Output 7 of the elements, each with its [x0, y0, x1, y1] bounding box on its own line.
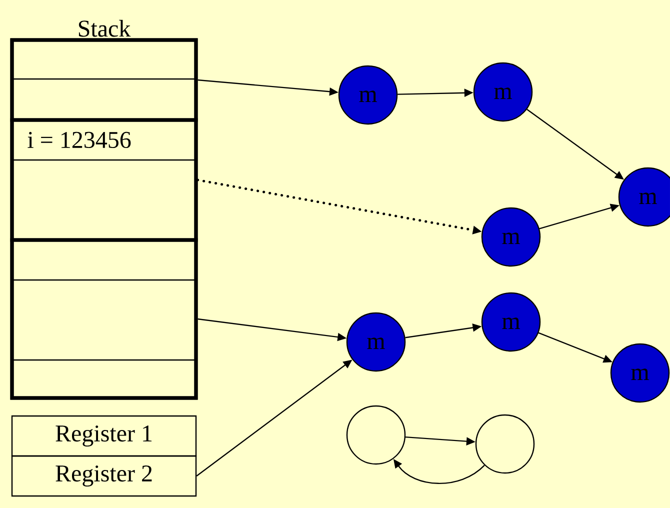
node-label: Stack: [78, 20, 131, 37]
object-circle: [346, 405, 406, 465]
stack-frame: [10, 238, 198, 400]
stack-frame: i = 123456: [10, 118, 198, 242]
object-circle: [475, 414, 535, 474]
register-box: Register 2: [11, 455, 197, 497]
register-box: Register 1: [11, 415, 197, 457]
